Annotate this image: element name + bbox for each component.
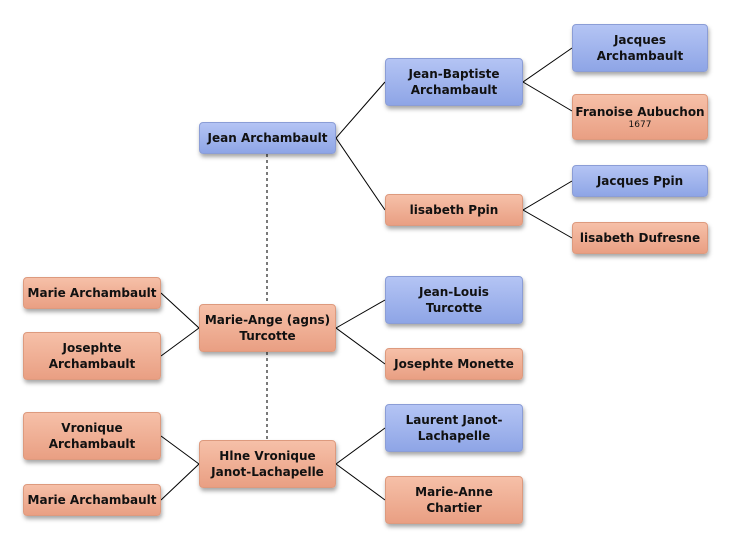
person-node-jean-louis-turcotte[interactable]: Jean-Louis Turcotte xyxy=(385,276,523,324)
connector-jean-baptiste-to-parents xyxy=(522,47,573,112)
person-year: 1677 xyxy=(628,119,652,130)
person-node-helene-veronique-janot-lachapelle[interactable]: Hlne Vronique Janot-Lachapelle xyxy=(199,440,336,488)
person-name-line2: Archambault xyxy=(48,357,136,371)
person-node-elisabeth-pepin[interactable]: lisabeth Ppin xyxy=(385,194,523,226)
connector-elisabeth-to-parents xyxy=(522,180,573,239)
person-node-veronique-archambault[interactable]: Vronique Archambault xyxy=(23,412,161,460)
person-node-jean-archambault[interactable]: Jean Archambault xyxy=(199,122,336,154)
person-name-line2: Turcotte xyxy=(239,329,296,343)
person-node-marie-ange-turcotte[interactable]: Marie-Ange (agns) Turcotte xyxy=(199,304,336,352)
person-name-line1: Marie-Ange (agns) xyxy=(204,313,331,327)
connector-helene-to-parents xyxy=(335,427,386,501)
person-node-marie-archambault-1[interactable]: Marie Archambault xyxy=(23,277,161,309)
person-name: lisabeth Dufresne xyxy=(579,231,701,245)
person-name-line2: Janot-Lachapelle xyxy=(211,465,324,479)
person-node-jacques-pepin[interactable]: Jacques Ppin xyxy=(572,165,708,197)
person-node-josephte-monette[interactable]: Josephte Monette xyxy=(385,348,523,380)
person-name-line1: Jean-Baptiste xyxy=(408,67,500,81)
person-name-line1: Vronique xyxy=(61,421,123,435)
person-name-line2: Archambault xyxy=(410,83,498,97)
person-name-line2: Turcotte xyxy=(425,301,483,315)
person-name-line2: Lachapelle xyxy=(417,429,491,443)
person-name: Jean Archambault xyxy=(207,131,328,145)
person-name-line1: Jean-Louis xyxy=(419,285,489,299)
person-name-line2: Chartier xyxy=(426,501,482,515)
person-name: Jacques Ppin xyxy=(596,174,684,188)
person-node-francoise-aubuchon[interactable]: Franoise Aubuchon 1677 xyxy=(572,94,708,140)
person-name: Josephte Monette xyxy=(394,357,514,371)
person-node-jean-baptiste-archambault[interactable]: Jean-Baptiste Archambault xyxy=(385,58,523,106)
connector-jean-to-parents xyxy=(335,81,386,211)
person-name-line2: Archambault xyxy=(596,49,684,63)
person-name: Franoise Aubuchon xyxy=(575,104,705,119)
person-name-line2: Archambault xyxy=(48,437,136,451)
person-node-jacques-archambault[interactable]: Jacques Archambault xyxy=(572,24,708,72)
connector-marie-ange-to-parents xyxy=(335,299,386,365)
connector-marie-ange-to-children xyxy=(160,292,200,357)
person-name: Marie Archambault xyxy=(27,286,157,300)
person-name-line1: Laurent Janot- xyxy=(405,413,503,427)
person-name: lisabeth Ppin xyxy=(409,203,499,217)
person-name-line1: Marie-Anne xyxy=(415,485,493,499)
person-node-laurent-janot-lachapelle[interactable]: Laurent Janot- Lachapelle xyxy=(385,404,523,452)
person-node-elisabeth-dufresne[interactable]: lisabeth Dufresne xyxy=(572,222,708,254)
person-node-marie-anne-chartier[interactable]: Marie-Anne Chartier xyxy=(385,476,523,524)
person-node-marie-archambault-2[interactable]: Marie Archambault xyxy=(23,484,161,516)
person-name: Marie Archambault xyxy=(27,493,157,507)
connector-helene-to-children xyxy=(160,435,200,501)
person-name-line1: Hlne Vronique xyxy=(219,449,316,463)
person-node-josephte-archambault[interactable]: Josephte Archambault xyxy=(23,332,161,380)
person-name-line1: Jacques xyxy=(613,33,667,47)
person-name-line1: Josephte xyxy=(62,341,122,355)
